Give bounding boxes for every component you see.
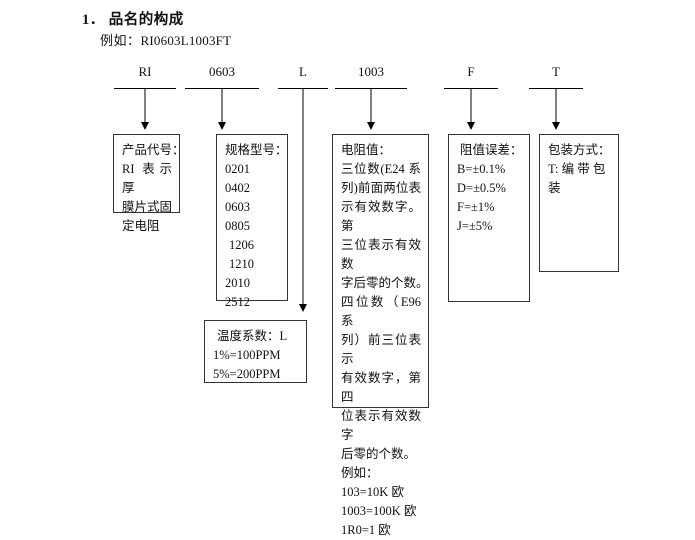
- segment-label-packaging: T: [552, 64, 560, 79]
- box-line: 三位数(E24 系: [341, 162, 421, 176]
- box-line: 2512: [225, 295, 250, 309]
- connector-stem: [144, 88, 146, 124]
- connector-arrow: [467, 122, 475, 130]
- connector-arrow: [141, 122, 149, 130]
- connector-arrow: [367, 122, 375, 130]
- box-title: 产品代号：: [122, 143, 185, 157]
- box-line: D=±0.5%: [457, 181, 506, 195]
- box-line: 定电阻: [122, 219, 160, 233]
- connector-size-code: [182, 88, 262, 132]
- box-line: B=±0.1%: [457, 162, 506, 176]
- box-line: 示有效数字。第: [341, 200, 421, 233]
- connector-stem: [555, 88, 557, 124]
- box-title: 包装方式：: [548, 143, 611, 157]
- page-title-number: 1．: [82, 12, 105, 28]
- box-line: 装: [548, 181, 561, 195]
- connector-arrow: [218, 122, 226, 130]
- connector-resistance: [332, 88, 410, 132]
- segment-label-resistance: 1003: [358, 64, 384, 79]
- box-line: 0402: [225, 181, 250, 195]
- connector-tolerance: [441, 88, 501, 132]
- connector-temp-coeff: [275, 88, 331, 314]
- box-packaging: 包装方式： T: 编 带 包 装: [539, 134, 619, 272]
- page-title: 1．品名的构成: [82, 8, 184, 29]
- box-size-code: 规格型号： 0201 0402 0603 0805 1206 1210 2010…: [216, 134, 288, 309]
- segment-label-tolerance: F: [467, 64, 475, 79]
- connector-arrow: [299, 304, 307, 312]
- connector-product-code: [110, 88, 180, 132]
- connector-stem: [470, 88, 472, 124]
- box-line: T: 编 带 包: [548, 162, 606, 176]
- box-line: 0805: [225, 219, 250, 233]
- segment-label-product-code: RI: [138, 64, 152, 79]
- box-line: 四位数（E96 系: [341, 295, 421, 328]
- page-title-text: 品名的构成: [108, 12, 184, 28]
- segment-label-size-code: 0603: [209, 64, 235, 79]
- connector-stem: [370, 88, 372, 124]
- box-resistance: 电阻值： 三位数(E24 系 列)前面两位表 示有效数字。第 三位表示有效数 字…: [332, 134, 429, 537]
- example-part-number: 例如：RI0603L1003FT: [100, 30, 231, 49]
- connector-stem: [221, 88, 223, 124]
- box-line: 膜片式固: [122, 200, 173, 214]
- box-line: 有效数字，第四: [341, 371, 421, 404]
- connector-stem: [302, 88, 304, 306]
- example-code: RI0603L1003FT: [140, 33, 232, 48]
- box-line: 字后零的个数。: [341, 276, 429, 290]
- example-label: 例如：: [100, 33, 141, 48]
- box-example-label: 例如：: [341, 466, 379, 480]
- box-line: 列）前三位表示: [341, 333, 421, 366]
- box-line: 0603: [225, 200, 250, 214]
- box-title: 温度系数：L: [217, 329, 288, 343]
- box-line: 列)前面两位表: [341, 181, 421, 195]
- box-example: 1R0=1 欧: [341, 523, 391, 537]
- box-title: 电阻值：: [341, 143, 392, 157]
- connector-packaging: [526, 88, 586, 132]
- box-line: 1%=100PPM: [213, 348, 281, 362]
- box-title: 阻值误差：: [460, 143, 523, 157]
- box-line: RI 表示厚: [122, 162, 172, 195]
- box-line: F=±1%: [457, 200, 495, 214]
- box-line: 2010: [225, 276, 250, 290]
- box-temp-coeff: 温度系数：L 1%=100PPM 5%=200PPM: [204, 320, 307, 383]
- box-title: 规格型号：: [225, 143, 288, 157]
- box-example: 103=10K 欧: [341, 485, 404, 499]
- box-line: 后零的个数。: [341, 447, 417, 461]
- box-line: 5%=200PPM: [213, 367, 281, 381]
- box-line: J=±5%: [457, 219, 493, 233]
- box-example: 1003=100K 欧: [341, 504, 417, 518]
- box-product-code: 产品代号： RI 表示厚 膜片式固 定电阻: [113, 134, 185, 233]
- box-line: 1210: [229, 257, 254, 271]
- box-tolerance: 阻值误差： B=±0.1% D=±0.5% F=±1% J=±5%: [448, 134, 530, 302]
- segment-label-temp-coeff: L: [299, 64, 307, 79]
- box-line: 1206: [229, 238, 254, 252]
- box-line: 位表示有效数字: [341, 409, 421, 442]
- box-line: 0201: [225, 162, 250, 176]
- box-line: 三位表示有效数: [341, 238, 421, 271]
- connector-arrow: [552, 122, 560, 130]
